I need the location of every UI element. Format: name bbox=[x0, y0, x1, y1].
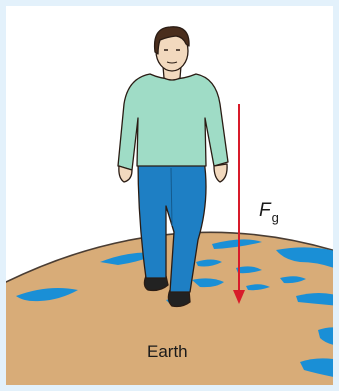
diagram-svg bbox=[6, 6, 333, 385]
force-label: Fg bbox=[259, 200, 279, 222]
force-subscript: g bbox=[272, 210, 279, 225]
earth-globe bbox=[6, 232, 333, 385]
shirt bbox=[118, 74, 228, 170]
figure-panel: Earth Fg bbox=[6, 6, 333, 385]
right-hand bbox=[214, 164, 227, 182]
force-symbol: F bbox=[259, 200, 271, 221]
earth-label: Earth bbox=[147, 342, 188, 362]
